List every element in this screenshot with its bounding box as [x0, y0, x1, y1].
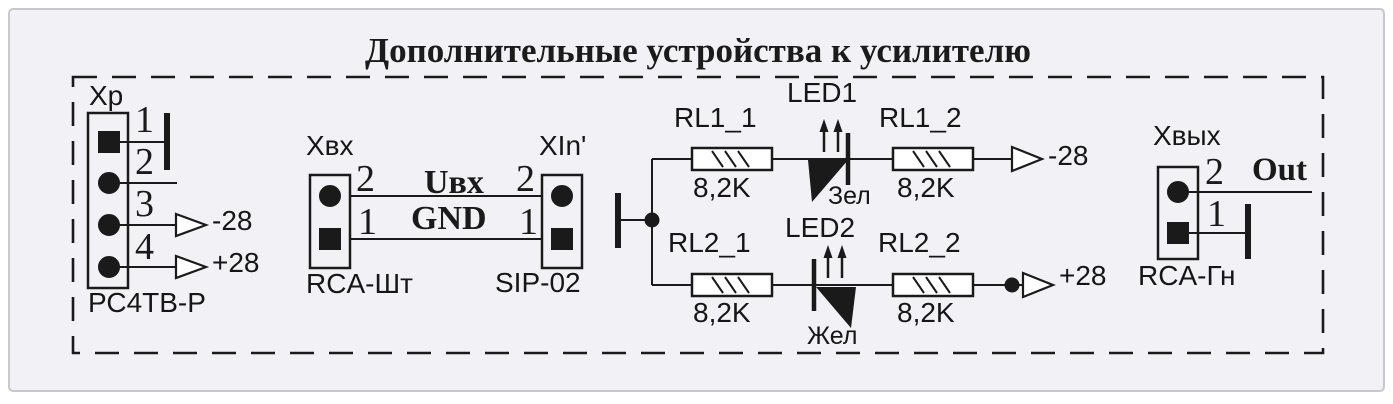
- resistor-symbol: [891, 146, 975, 172]
- led-ref: LED1: [787, 77, 858, 108]
- pin-number: 1: [135, 99, 154, 141]
- pin-number: 3: [135, 183, 154, 225]
- led-light-arrows-icon: [819, 119, 843, 152]
- connector-designator: XIn': [539, 130, 587, 161]
- connector-body: [86, 111, 130, 290]
- resistor-value: 8,2K: [693, 297, 751, 328]
- port-label: -28: [1048, 140, 1089, 171]
- led-ref: LED2: [785, 212, 856, 243]
- schematic-title: Дополнительные устройства к усилителю: [365, 31, 1031, 70]
- port-arrow-icon: [174, 254, 210, 280]
- port-label: -28: [212, 205, 253, 236]
- input-link: [308, 173, 584, 270]
- schematic-sheet: [8, 8, 1385, 392]
- net-label-gnd: GND: [411, 200, 487, 237]
- resistor-ref: RL2_1: [668, 227, 751, 258]
- pin-number: 2: [1205, 151, 1224, 193]
- led-color-label: Зел: [828, 182, 871, 210]
- port-arrow-icon: [1021, 271, 1056, 299]
- connector-type: РС4ТВ-Р: [88, 287, 206, 318]
- pin-circle: [551, 185, 573, 207]
- pin-square: [98, 131, 120, 153]
- connector-xin-body: [540, 173, 584, 270]
- connector-type: RCA-Шт: [306, 268, 413, 299]
- connector-designator: Хр: [89, 80, 124, 111]
- dashed-border: [71, 75, 1325, 355]
- resistor-ref: RL1_2: [879, 102, 962, 133]
- net-label-out: Out: [1252, 152, 1308, 188]
- pin-circle: [98, 214, 120, 236]
- chassis-node: [615, 158, 692, 286]
- connector-xp: [86, 111, 210, 290]
- port-arrow-icon: [174, 212, 210, 238]
- pin-number: 2: [135, 141, 154, 183]
- connector-xvyh: [1156, 165, 1312, 261]
- pin-number: 1: [358, 201, 377, 243]
- led-light-arrows-icon: [823, 245, 847, 278]
- pin-number: 1: [1207, 193, 1226, 235]
- pin-circle: [1167, 181, 1189, 203]
- pin-square: [551, 228, 573, 250]
- connector-body: [1156, 165, 1200, 261]
- pin-circle: [98, 256, 120, 278]
- led-symbol: [808, 160, 848, 202]
- pin-number: 1: [519, 201, 538, 243]
- connector-type: RCA-Гн: [1138, 260, 1236, 291]
- resistor-value: 8,2K: [693, 172, 751, 203]
- pin-square: [1167, 222, 1189, 244]
- pin-number: 2: [356, 158, 375, 200]
- led-color-label: Жел: [807, 322, 858, 350]
- pin-number: 2: [516, 158, 535, 200]
- junction-dot: [1004, 277, 1020, 293]
- resistor-value: 8,2K: [897, 297, 955, 328]
- pin-square: [319, 228, 341, 250]
- port-label: +28: [1059, 260, 1107, 291]
- pin-number: 4: [135, 226, 154, 268]
- connector-xvx-body: [308, 173, 352, 270]
- led-row-2: [690, 245, 1056, 328]
- resistor-ref: RL2_2: [878, 227, 961, 258]
- pin-circle: [98, 172, 120, 194]
- resistor-symbol: [690, 272, 774, 298]
- port-arrow-icon: [1010, 145, 1045, 173]
- connector-designator: Хвых: [1153, 120, 1221, 151]
- connector-designator: Хвх: [306, 130, 354, 161]
- resistor-value: 8,2K: [897, 172, 955, 203]
- led-symbol: [816, 287, 856, 328]
- pin-circle: [319, 185, 341, 207]
- resistor-ref: RL1_1: [674, 102, 757, 133]
- led-row-1: [690, 119, 1045, 202]
- resistor-symbol: [690, 146, 774, 172]
- connector-type: SIP-02: [495, 267, 581, 298]
- port-label: +28: [212, 247, 260, 278]
- resistor-symbol: [891, 272, 975, 298]
- net-label-uvx: Uвх: [424, 164, 484, 201]
